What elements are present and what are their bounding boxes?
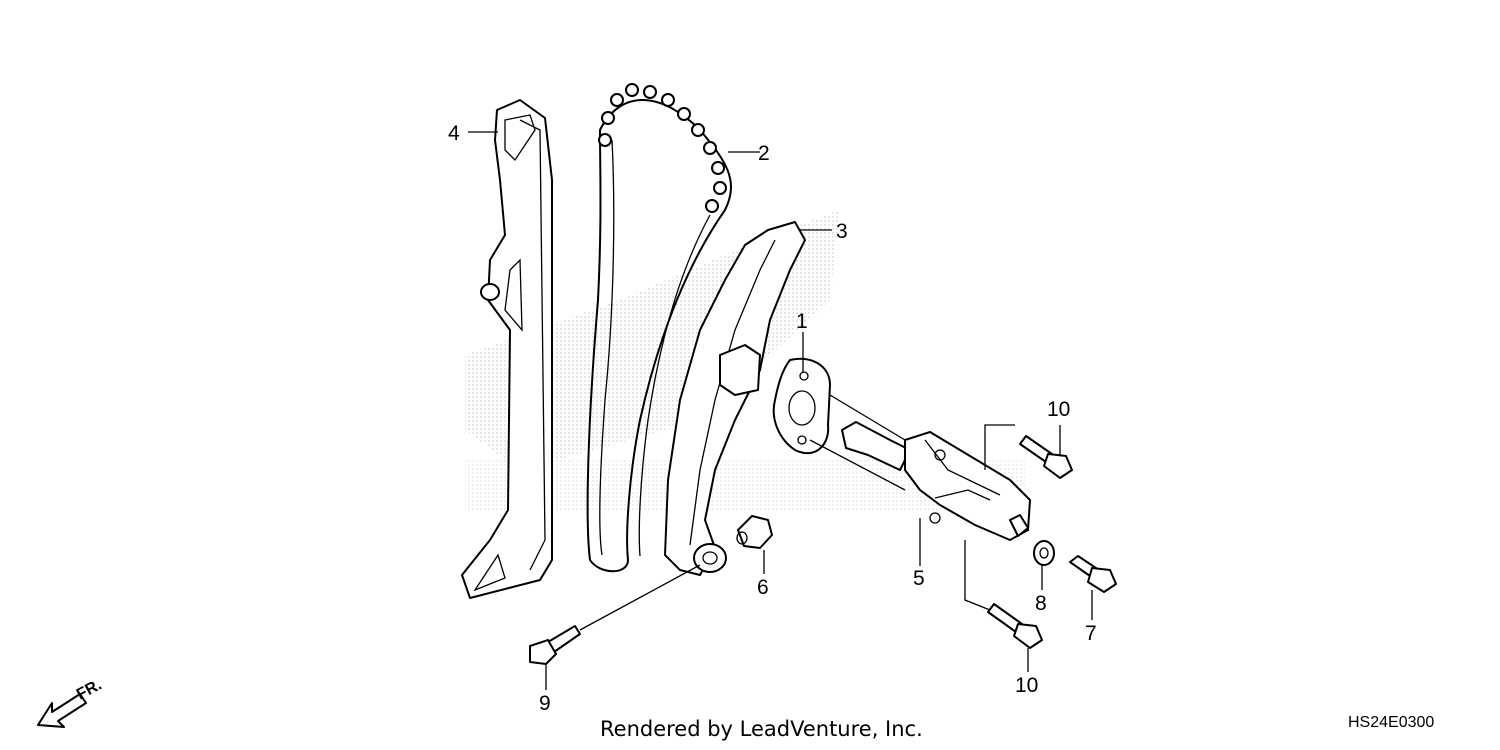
part-10-flange-bolt-lower[interactable] <box>987 603 1043 649</box>
callout-2: 2 <box>758 142 770 165</box>
callout-4: 4 <box>448 122 460 145</box>
part-9-pivot-bolt[interactable] <box>529 625 581 665</box>
part-1-tensioner-gasket[interactable] <box>772 357 831 455</box>
callout-labels: 4 2 3 1 5 6 8 7 10 10 9 <box>448 122 1097 715</box>
callout-7: 7 <box>1085 622 1097 645</box>
callout-10-lower: 10 <box>1015 674 1038 697</box>
front-direction-indicator: FR. <box>37 676 105 728</box>
callout-5: 5 <box>913 567 925 590</box>
part-3-cam-chain-tensioner-arm[interactable] <box>664 221 806 576</box>
front-arrow-icon <box>37 693 87 728</box>
part-7-sealing-bolt[interactable] <box>1069 555 1117 593</box>
part-8-washer[interactable] <box>1033 540 1055 566</box>
callout-6: 6 <box>757 576 769 599</box>
callout-3: 3 <box>836 220 848 243</box>
part-10-flange-bolt-upper[interactable] <box>1019 435 1073 479</box>
part-4-cam-chain-guide[interactable] <box>461 99 553 599</box>
callout-1: 1 <box>796 310 808 333</box>
part-5-tensioner-lifter[interactable] <box>841 421 1031 541</box>
rendered-by-credit: Rendered by LeadVenture, Inc. <box>600 717 923 741</box>
callout-10-upper: 10 <box>1047 398 1070 421</box>
chain-links <box>598 83 727 213</box>
part-2-cam-chain[interactable] <box>586 83 732 573</box>
part-6-collar[interactable] <box>736 515 773 549</box>
leader-lines <box>468 131 1093 690</box>
diagram-code: HS24E0300 <box>1348 714 1435 731</box>
callout-8: 8 <box>1035 592 1047 615</box>
callout-9: 9 <box>539 692 551 715</box>
